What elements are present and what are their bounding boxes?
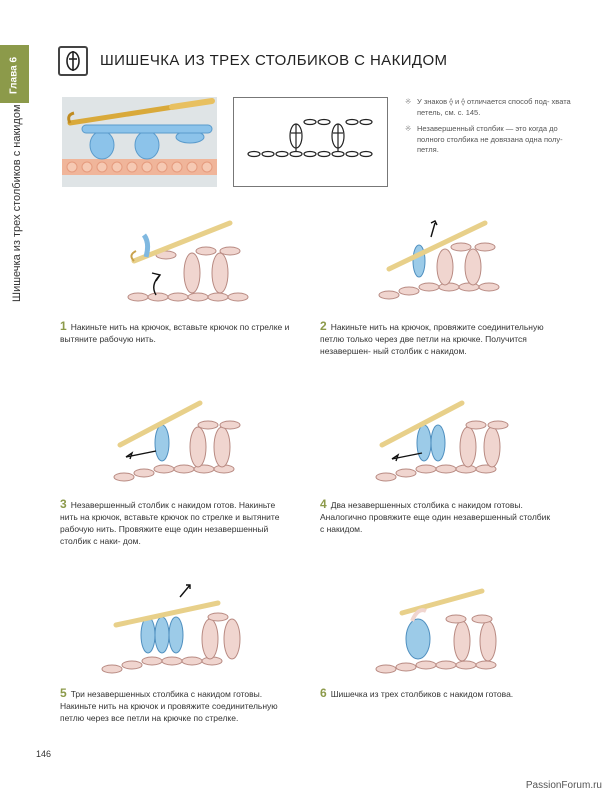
- watermark: PassionForum.ru: [525, 780, 602, 791]
- note-mark: ※: [405, 124, 412, 133]
- step-6-illustration: [372, 583, 522, 683]
- bobble-symbol-icon: [58, 46, 88, 76]
- note-item: ※ Незавершенный столбик — это когда до п…: [405, 124, 580, 156]
- step-number: 2: [320, 319, 327, 333]
- step-number: 6: [320, 686, 327, 700]
- note-item: ※ У знаков ⟠ и ⟠ отличается способ под- …: [405, 97, 580, 118]
- note-text: Незавершенный столбик — это когда до пол…: [417, 124, 563, 154]
- symbol-diagram: [233, 97, 388, 187]
- note-text: У знаков ⟠ и ⟠ отличается способ под- хв…: [417, 97, 571, 117]
- step-number: 1: [60, 319, 67, 333]
- page-number: 146: [36, 749, 52, 759]
- chapter-tab: [0, 45, 28, 103]
- step-description: Два незавершенных столбика с накидом гот…: [320, 500, 551, 534]
- notes-block: ※ У знаков ⟠ и ⟠ отличается способ под- …: [405, 97, 580, 162]
- step-description: Шишечка из трех столбиков с накидом гото…: [330, 689, 514, 699]
- step-number: 3: [60, 497, 67, 511]
- step-description: Накиньте нить на крючок, провяжите соеди…: [320, 322, 544, 356]
- chapter-rule: [28, 45, 29, 103]
- step-description: Незавершенный столбик с накидом готов. Н…: [60, 500, 280, 546]
- step-4-illustration: [372, 393, 522, 493]
- step-description: Накиньте нить на крючок, вставьте крючок…: [60, 322, 290, 344]
- note-mark: ※: [405, 97, 412, 106]
- step-number: 4: [320, 497, 327, 511]
- chapter-label: Глава 6: [8, 56, 20, 94]
- sample-photo: [62, 97, 217, 187]
- section-side-title: Шишечка из трех столбиков с накидом: [11, 104, 23, 302]
- step-description: Три незавершенных столбика с накидом гот…: [60, 689, 278, 723]
- step-1-illustration: [120, 215, 270, 315]
- step-2-illustration: [375, 215, 525, 315]
- step-number: 5: [60, 686, 67, 700]
- page-title: ШИШЕЧКА ИЗ ТРЕХ СТОЛБИКОВ С НАКИДОМ: [100, 52, 448, 69]
- step-3-illustration: [110, 393, 260, 493]
- step-5-illustration: [98, 583, 248, 683]
